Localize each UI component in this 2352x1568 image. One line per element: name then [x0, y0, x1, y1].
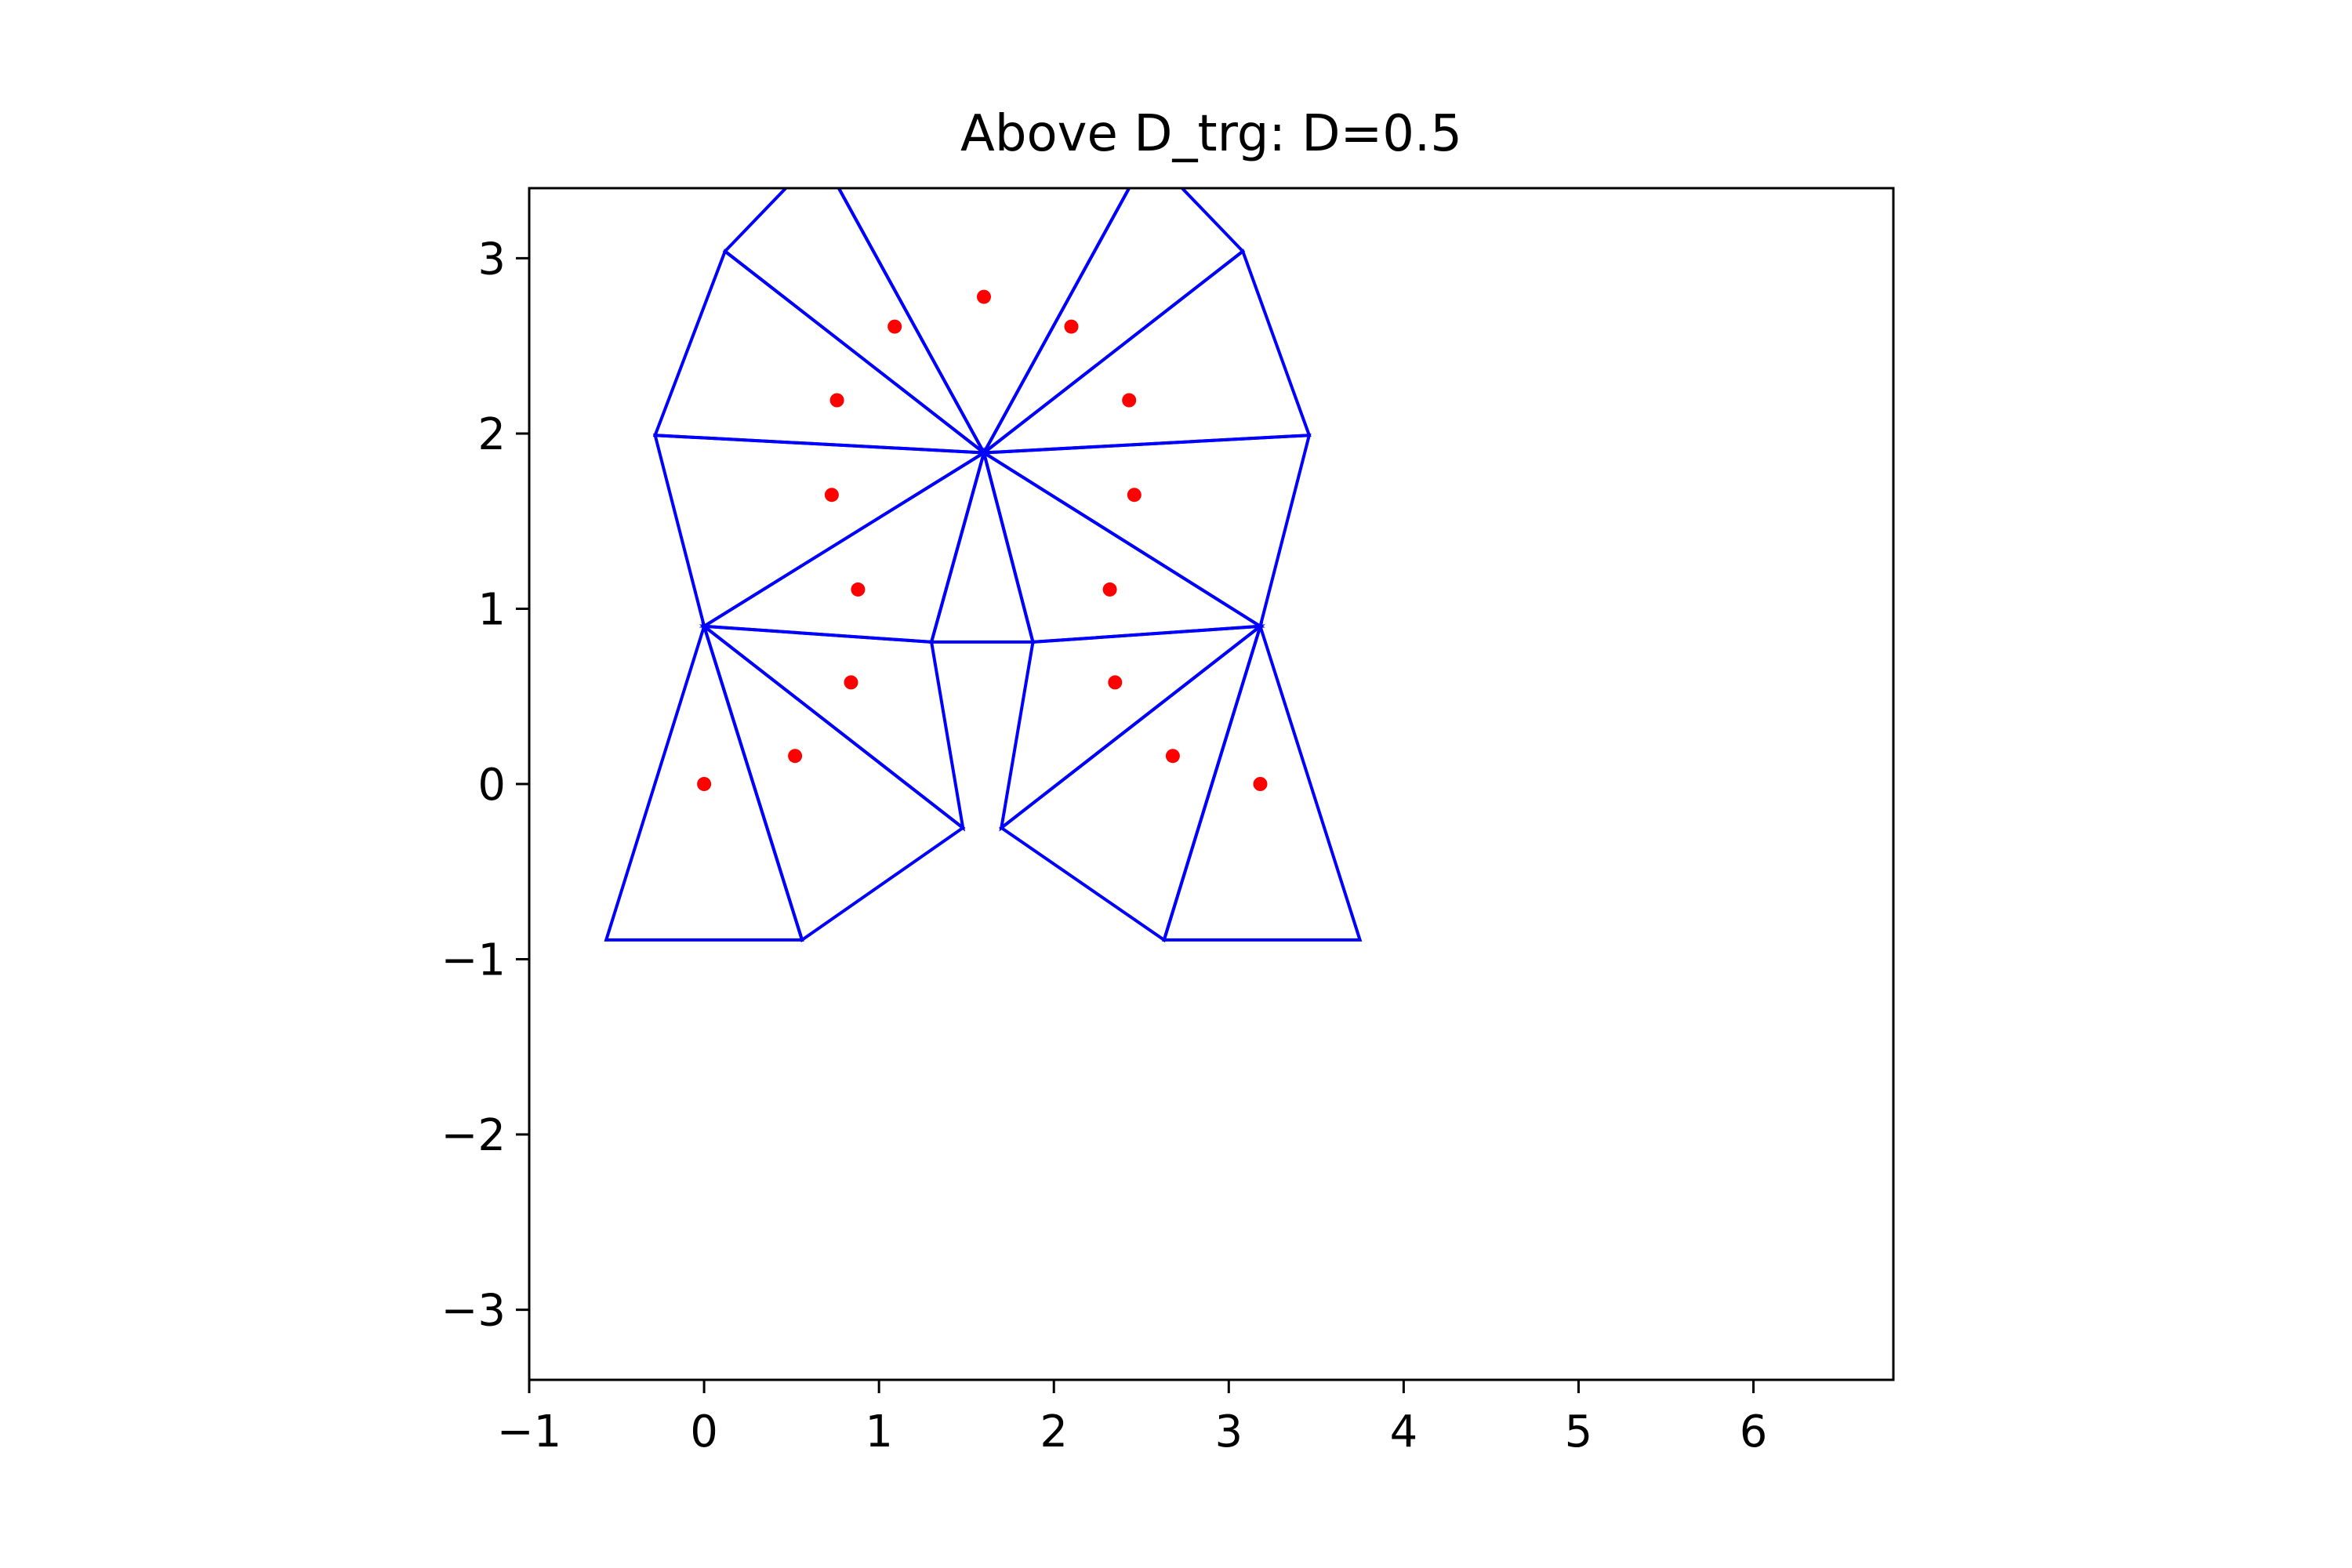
y-tick-label: 3: [477, 234, 506, 285]
data-point-12: [1108, 675, 1123, 690]
data-point-11: [1102, 582, 1117, 597]
x-tick-label: −1: [497, 1406, 562, 1457]
data-point-8: [1064, 319, 1079, 334]
chart-title: Above D_trg: D=0.5: [960, 105, 1462, 163]
data-point-1: [788, 749, 803, 764]
data-point-2: [844, 675, 858, 690]
data-point-5: [829, 393, 844, 408]
data-point-10: [1127, 488, 1142, 503]
x-tick-label: 3: [1214, 1406, 1243, 1457]
data-point-0: [697, 777, 712, 791]
y-tick-label: 0: [477, 760, 506, 811]
y-tick-label: −3: [441, 1286, 506, 1337]
x-tick-label: 1: [865, 1406, 893, 1457]
triangle-mesh: [604, 188, 1363, 943]
mesh-triangle-15: [929, 446, 1036, 644]
y-tick-label: −2: [441, 1110, 506, 1161]
data-point-3: [851, 582, 866, 597]
y-tick-label: 1: [477, 584, 506, 635]
mesh-triangle-14: [1162, 621, 1363, 942]
x-tick-label: 2: [1040, 1406, 1068, 1457]
y-tick-label: −1: [441, 935, 506, 986]
data-point-9: [1122, 393, 1137, 408]
data-point-6: [887, 319, 902, 334]
y-axis-ticks: −3 −2 −1 0 1 2 3: [441, 234, 529, 1337]
x-axis-ticks: −1 0 1 2 3 4 5 6: [497, 1380, 1768, 1457]
data-point-13: [1165, 749, 1180, 764]
x-tick-label: 6: [1740, 1406, 1768, 1457]
y-tick-label: 2: [477, 409, 506, 460]
x-tick-label: 5: [1565, 1406, 1593, 1457]
x-tick-label: 4: [1390, 1406, 1418, 1457]
data-point-14: [1253, 777, 1268, 791]
data-point-7: [977, 289, 991, 304]
data-point-4: [824, 488, 839, 503]
x-tick-label: 0: [690, 1406, 718, 1457]
scatter-points: [697, 289, 1268, 791]
